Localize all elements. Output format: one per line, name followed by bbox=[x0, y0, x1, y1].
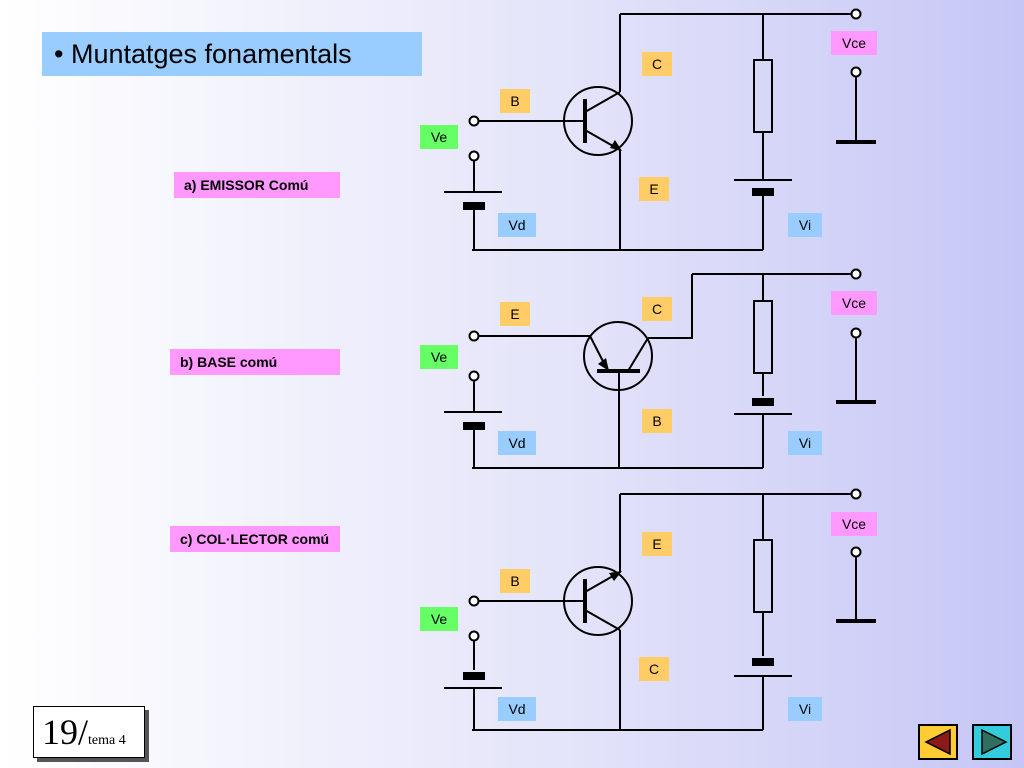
vce-label: Vce bbox=[831, 31, 877, 55]
pin-label-input: B bbox=[500, 569, 530, 593]
pin-label-bottom: E bbox=[639, 177, 669, 201]
ve-label: Ve bbox=[420, 125, 458, 149]
ve-label: Ve bbox=[420, 607, 458, 631]
pin-label-input: E bbox=[500, 302, 530, 326]
page-number: 19/ bbox=[42, 712, 89, 752]
page-subtitle: tema 4 bbox=[88, 733, 126, 748]
pin-label-top: C bbox=[642, 297, 672, 321]
previous-slide-button[interactable] bbox=[918, 724, 958, 760]
next-slide-button[interactable] bbox=[972, 724, 1012, 760]
vd-label: Vd bbox=[498, 697, 536, 721]
montage-label-common-emitter: a) EMISSOR Comú bbox=[174, 172, 340, 198]
vd-label: Vd bbox=[498, 213, 536, 237]
page-title: • Muntatges fonamentals bbox=[42, 32, 422, 76]
circuit-common-base bbox=[444, 268, 876, 469]
vce-label: Vce bbox=[831, 291, 877, 315]
vi-label: Vi bbox=[788, 213, 822, 237]
vd-label: Vd bbox=[498, 431, 536, 455]
triangle-left-icon bbox=[924, 728, 951, 756]
pin-label-top: C bbox=[642, 52, 672, 76]
triangle-right-icon bbox=[981, 728, 1008, 756]
page-number-box: 19/tema 4 bbox=[33, 706, 145, 758]
ve-label: Ve bbox=[420, 345, 458, 369]
circuit-common-emitter bbox=[444, 8, 876, 251]
vce-label: Vce bbox=[831, 512, 877, 536]
montage-label-common-base: b) BASE comú bbox=[170, 349, 340, 375]
montage-label-common-collector: c) COL·LECTOR comú bbox=[170, 526, 340, 552]
vi-label: Vi bbox=[788, 431, 822, 455]
pin-label-bottom: C bbox=[639, 657, 669, 681]
pin-label-bottom: B bbox=[642, 409, 672, 433]
vi-label: Vi bbox=[788, 697, 822, 721]
pin-label-input: B bbox=[500, 89, 530, 113]
circuit-common-collector bbox=[444, 488, 876, 731]
pin-label-top: E bbox=[642, 532, 672, 556]
